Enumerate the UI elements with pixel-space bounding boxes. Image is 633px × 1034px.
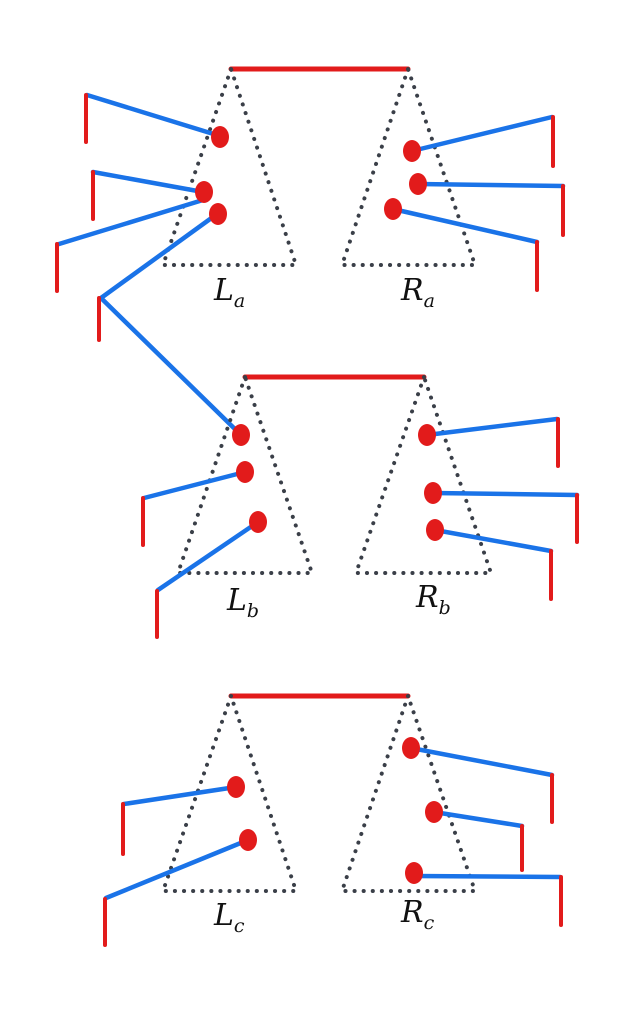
- edge: [431, 809, 525, 829]
- edge: [56, 197, 206, 247]
- node-point: [195, 181, 213, 203]
- node-point: [405, 862, 423, 884]
- edge: [424, 416, 560, 438]
- node-point: [209, 203, 227, 225]
- node-point: [424, 482, 442, 504]
- label-right-c: Rc: [400, 895, 435, 934]
- node-point: [239, 829, 257, 851]
- edge: [409, 114, 555, 154]
- edge: [98, 211, 220, 301]
- edge: [98, 295, 243, 437]
- right-triangle-c: [339, 689, 478, 893]
- group-a: La Ra: [55, 62, 566, 437]
- edge: [103, 837, 251, 901]
- group-b: Lb Rb: [141, 370, 580, 639]
- edge: [408, 745, 555, 778]
- edge: [155, 519, 261, 593]
- node-point: [236, 461, 254, 483]
- node-point: [402, 737, 420, 759]
- edge: [411, 873, 563, 880]
- node-point: [227, 776, 245, 798]
- left-triangle-a: [160, 62, 299, 267]
- edge: [84, 92, 223, 139]
- edge: [432, 527, 554, 554]
- node-point: [409, 173, 427, 195]
- edge: [390, 206, 540, 245]
- left-triangle-c: [160, 689, 299, 893]
- edge: [121, 784, 239, 807]
- label-right-b: Rb: [415, 580, 451, 619]
- node-point: [232, 424, 250, 446]
- node-point: [249, 511, 267, 533]
- node-point: [403, 140, 421, 162]
- edge: [430, 490, 580, 498]
- left-triangle-b: [175, 370, 315, 575]
- edge: [90, 169, 206, 195]
- label-left-a: La: [213, 273, 245, 312]
- node-point: [211, 126, 229, 148]
- node-point: [426, 519, 444, 541]
- node-point: [418, 424, 436, 446]
- edge: [415, 181, 566, 189]
- right-triangle-b: [353, 370, 494, 575]
- group-c: Lc Rc: [103, 689, 563, 947]
- node-point: [425, 801, 443, 823]
- node-point: [384, 198, 402, 220]
- label-right-a: Ra: [400, 273, 435, 312]
- label-left-c: Lc: [213, 898, 245, 937]
- right-triangle-a: [339, 62, 478, 267]
- label-left-b: Lb: [226, 583, 259, 622]
- edge: [141, 469, 248, 501]
